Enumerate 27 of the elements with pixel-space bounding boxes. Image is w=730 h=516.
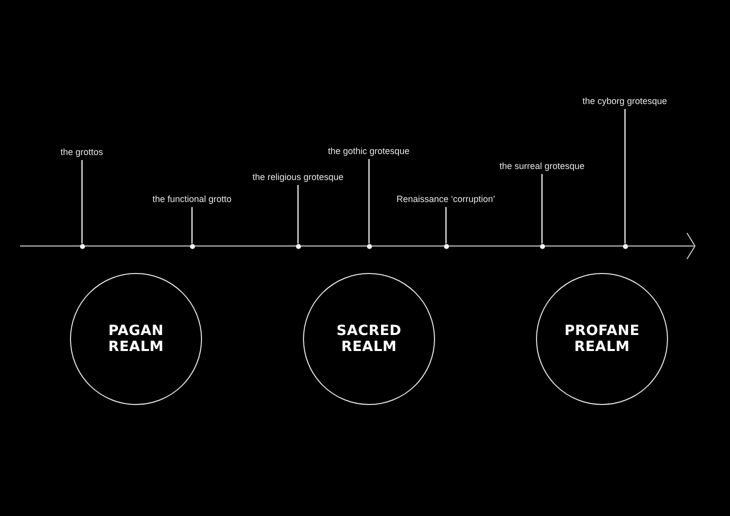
leader-line xyxy=(191,207,193,244)
leader-line xyxy=(445,207,447,244)
timeline-dot xyxy=(80,244,84,248)
leader-line xyxy=(297,185,299,244)
realm-label: SACRED REALM xyxy=(336,323,402,355)
leader-line xyxy=(541,174,543,244)
realm-label: PAGAN REALM xyxy=(107,323,165,355)
timeline-label: Renaissance ‘corruption’ xyxy=(396,194,496,205)
leader-line xyxy=(624,109,626,244)
timeline-label: the surreal grotesque xyxy=(500,161,585,172)
realm-label: PROFANE REALM xyxy=(563,323,641,355)
realm-circle xyxy=(536,273,668,405)
leader-line xyxy=(368,159,370,244)
timeline-label: the gothic grotesque xyxy=(328,146,410,157)
realm-circle xyxy=(303,273,435,405)
timeline-dot xyxy=(622,244,628,248)
timeline-dot xyxy=(190,244,194,248)
timeline-label: the functional grotto xyxy=(152,194,232,205)
timeline-dot xyxy=(540,244,544,248)
timeline-dot xyxy=(366,244,372,248)
timeline-label: the religious grotesque xyxy=(252,172,344,183)
leader-line xyxy=(81,160,83,244)
timeline-dot xyxy=(444,244,448,248)
timeline-label: the cyborg grotesque xyxy=(582,96,668,107)
realm-circle xyxy=(70,273,202,405)
timeline-label: the grottos xyxy=(60,147,104,158)
timeline-dot xyxy=(296,244,300,248)
